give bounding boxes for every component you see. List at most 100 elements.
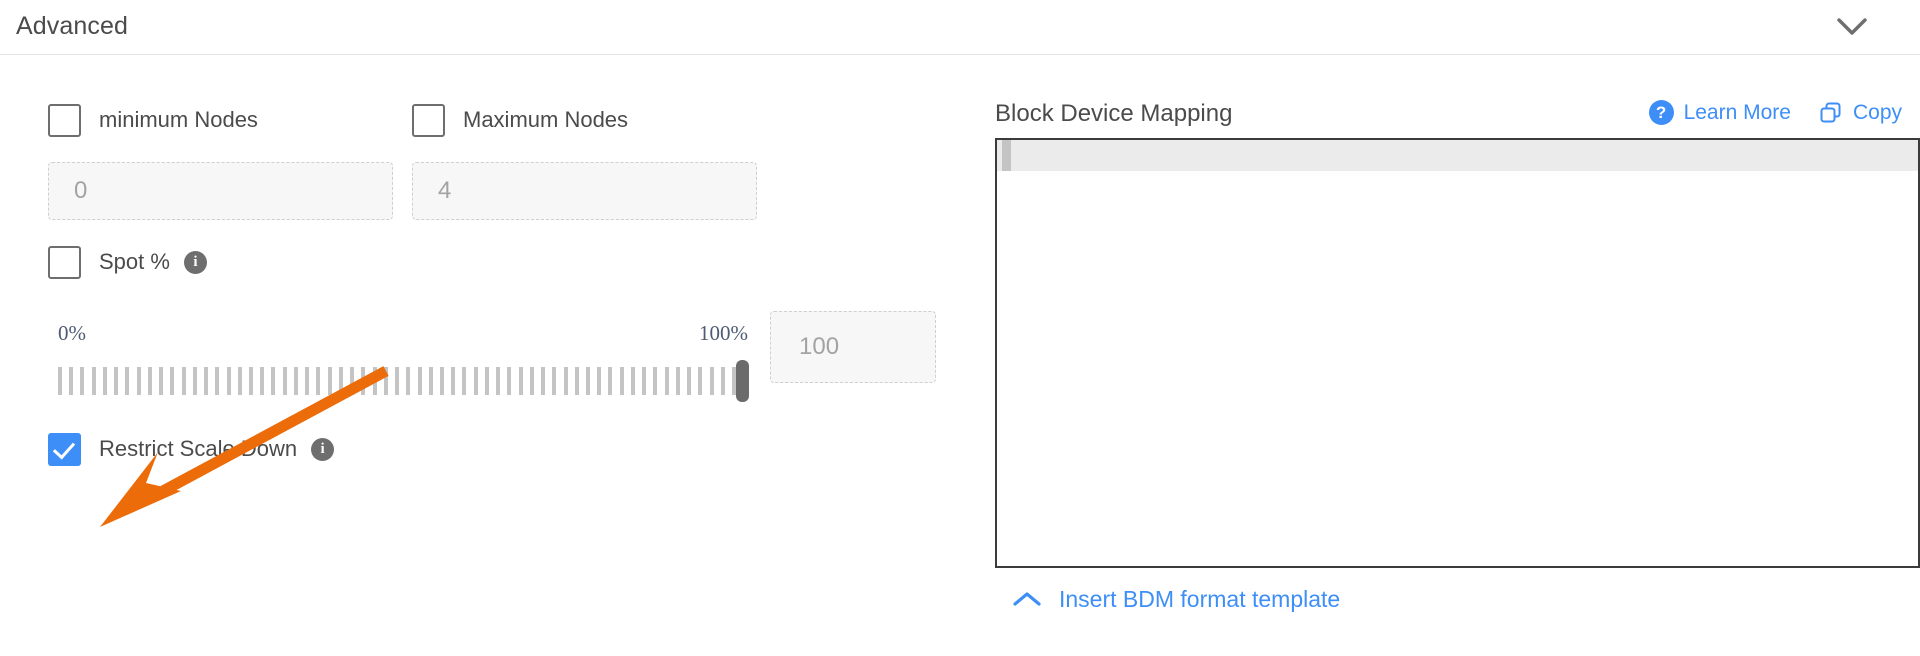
slider-tick — [574, 367, 579, 395]
slider-tick — [91, 367, 96, 395]
slider-tick — [338, 367, 343, 395]
chevron-down-icon — [1837, 18, 1867, 36]
max-nodes-label: Maximum Nodes — [463, 107, 629, 132]
slider-tick — [630, 367, 635, 395]
collapse-panel-button[interactable] — [1832, 8, 1872, 46]
advanced-panel-header: Advanced — [0, 0, 1920, 55]
spot-percent-row: Spot % i — [48, 244, 207, 280]
slider-tick — [383, 367, 388, 395]
slider-tick — [563, 367, 568, 395]
slider-tick — [687, 367, 692, 395]
page-title: Advanced — [16, 12, 128, 40]
slider-tick — [293, 367, 298, 395]
max-nodes-input[interactable]: 4 — [412, 162, 757, 220]
slider-tick — [428, 367, 433, 395]
copy-icon — [1819, 101, 1843, 125]
max-nodes-input-value: 4 — [438, 177, 452, 204]
block-device-mapping-column: Block Device Mapping ? Learn More Copy — [995, 56, 1920, 656]
spot-percent-slider-track[interactable] — [58, 367, 748, 395]
slider-tick — [698, 367, 703, 395]
slider-tick — [642, 367, 647, 395]
block-device-mapping-title: Block Device Mapping — [995, 100, 1233, 127]
slider-tick — [69, 367, 74, 395]
copy-button[interactable]: Copy — [1819, 101, 1902, 125]
restrict-scale-down-row: Restrict Scale Down i — [48, 431, 335, 467]
slider-tick — [552, 367, 557, 395]
min-nodes-input[interactable]: 0 — [48, 162, 393, 220]
slider-tick — [305, 367, 310, 395]
slider-tick — [608, 367, 613, 395]
restrict-scale-down-label: Restrict Scale Down — [99, 436, 298, 461]
slider-tick — [619, 367, 624, 395]
question-circle-icon: ? — [1648, 100, 1674, 125]
slider-tick — [237, 367, 242, 395]
slider-tick — [709, 367, 714, 395]
slider-tick — [204, 367, 209, 395]
slider-tick — [586, 367, 591, 395]
bdm-code-editor[interactable] — [995, 138, 1920, 568]
insert-bdm-template-label: Insert BDM format template — [1059, 586, 1341, 612]
code-editor-active-line — [997, 140, 1918, 171]
slider-tick — [102, 367, 107, 395]
slider-tick — [395, 367, 400, 395]
restrict-scale-down-checkbox[interactable] — [48, 432, 81, 466]
slider-tick — [159, 367, 164, 395]
learn-more-link[interactable]: ? Learn More — [1648, 100, 1791, 125]
slider-tick — [518, 367, 523, 395]
insert-bdm-template-link[interactable]: Insert BDM format template — [1013, 586, 1340, 613]
slider-tick — [125, 367, 130, 395]
slider-tick — [417, 367, 422, 395]
slider-tick — [147, 367, 152, 395]
slider-tick — [372, 367, 377, 395]
slider-tick — [181, 367, 186, 395]
learn-more-label: Learn More — [1683, 100, 1791, 124]
slider-tick — [215, 367, 220, 395]
advanced-panel-body: minimum Nodes 0 Maximum Nodes 4 Spot % i… — [0, 56, 1920, 656]
slider-tick — [226, 367, 231, 395]
restrict-scale-down-info-icon[interactable]: i — [311, 437, 335, 461]
max-nodes-checkbox[interactable] — [412, 103, 445, 137]
slider-tick — [675, 367, 680, 395]
slider-tick — [271, 367, 276, 395]
code-editor-gutter — [1002, 140, 1011, 171]
slider-tick — [462, 367, 467, 395]
slider-tick — [327, 367, 332, 395]
max-nodes-row: Maximum Nodes — [412, 102, 628, 138]
slider-tick — [361, 367, 366, 395]
slider-tick — [451, 367, 456, 395]
spot-percent-label: Spot % — [99, 249, 170, 274]
slider-tick — [170, 367, 175, 395]
slider-tick — [136, 367, 141, 395]
slider-tick — [541, 367, 546, 395]
slider-tick — [720, 367, 725, 395]
slider-tick — [114, 367, 119, 395]
slider-tick — [80, 367, 85, 395]
slider-tick — [406, 367, 411, 395]
spot-percent-slider-group: 0% 100% — [58, 321, 749, 411]
slider-tick — [260, 367, 265, 395]
slider-tick — [653, 367, 658, 395]
min-nodes-checkbox[interactable] — [48, 103, 81, 137]
min-nodes-input-value: 0 — [74, 177, 88, 204]
slider-tick — [439, 367, 444, 395]
slider-min-label: 0% — [58, 321, 86, 345]
spot-percent-slider-thumb[interactable] — [736, 360, 749, 402]
slider-scale-labels: 0% 100% — [58, 321, 748, 351]
slider-tick — [529, 367, 534, 395]
slider-tick — [507, 367, 512, 395]
slider-tick — [58, 367, 62, 395]
copy-label: Copy — [1852, 100, 1902, 124]
slider-tick — [732, 367, 737, 395]
slider-tick — [350, 367, 355, 395]
slider-tick — [664, 367, 669, 395]
spot-percent-info-icon[interactable]: i — [183, 250, 207, 274]
spot-percent-value-input[interactable]: 100 — [770, 311, 936, 383]
spot-percent-checkbox[interactable] — [48, 245, 81, 279]
slider-tick — [597, 367, 602, 395]
slider-tick — [496, 367, 501, 395]
min-nodes-label: minimum Nodes — [99, 107, 258, 132]
slider-tick — [473, 367, 478, 395]
slider-tick — [248, 367, 253, 395]
min-nodes-row: minimum Nodes — [48, 102, 258, 138]
block-device-mapping-actions: ? Learn More Copy — [1648, 100, 1902, 125]
